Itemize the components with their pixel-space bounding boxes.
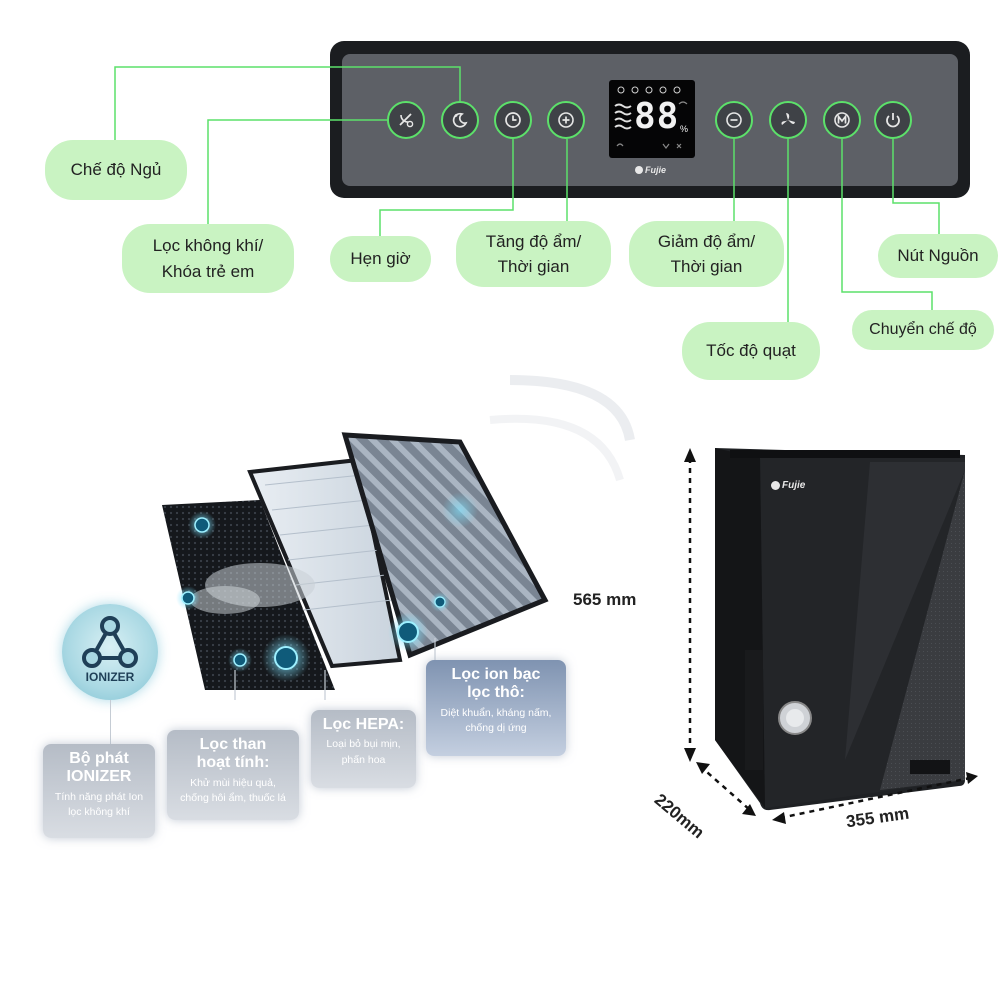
carbon-filter-tag: Lọc than hoạt tính: Khử mùi hiệu quả, ch… [167,730,299,820]
timer-button[interactable] [494,101,532,139]
callout-humidity-up: Tăng độ ẩm/ Thời gian [456,221,611,287]
product-brand-text: Fujie [782,480,806,491]
plus-icon [558,112,574,128]
display-status-icons [614,86,688,149]
leaf-lock-icon [399,113,414,128]
ionizer-tag-desc-line1: Tính năng phát Ion [54,790,144,803]
silver-tag-title-line2: lọc thô: [467,684,525,702]
callout-air-filter-line2: Khóa trẻ em [161,261,255,281]
callout-humidity-down: Giảm độ ẩm/ Thời gian [629,221,784,287]
ionizer-triangle-icon [82,616,138,668]
panel-logo: Fujie [635,165,666,175]
led-display [609,80,695,158]
ionizer-tag: Bộ phát IONIZER Tính năng phát Ion lọc k… [43,744,155,838]
panel-brand-text: Fujie [645,165,667,175]
silver-ion-filter-tag: Lọc ion bạc lọc thô: Diệt khuẩn, kháng n… [426,660,566,756]
silver-ion-filter-panel [341,432,549,659]
silver-tag-desc-line1: Diệt khuẩn, kháng nấm, [440,706,552,719]
callout-mode-switch-text: Chuyển chế độ [869,321,977,338]
brand-logo-icon [635,166,643,174]
callout-sleep-mode-text: Chế độ Ngủ [70,160,162,180]
silver-tag-title-line1: Lọc ion bạc [451,666,541,683]
ionizer-leader-line [110,700,111,744]
ionizer-tag-desc-line2: lọc không khí [68,806,130,818]
power-icon [886,113,900,128]
callout-humidity-down-line1: Giảm độ ẩm/ [657,231,756,251]
callout-connector-lines [114,66,940,322]
hepa-tag-title: Lọc HEPA: [322,716,405,733]
hepa-filter-panel [247,457,403,669]
callout-timer-text: Hẹn giờ [350,249,411,269]
callout-power-button: Nút Nguồn [878,234,998,278]
callout-humidity-down-line2: Thời gian [670,257,743,276]
callout-timer: Hẹn giờ [330,236,431,282]
ionizer-tag-title-line1: Bộ phát [69,750,129,767]
display-digits: 88 [634,96,680,137]
fan-icon [781,113,795,125]
product-brand-logo-icon [771,481,780,490]
moon-icon [452,112,468,128]
dimension-height: 565 mm [573,590,637,609]
carbon-tag-title-line2: hoạt tính: [196,754,270,772]
carbon-tag-desc-line2: chống hôi ẩm, thuốc lá [180,792,286,804]
hepa-tag-desc-line2: phấn hoa [341,753,386,766]
callout-air-filter: Lọc không khí/ Khóa trẻ em [122,224,294,293]
silver-tag-desc-line2: chống dị ứng [465,722,527,734]
fan-speed-button[interactable] [769,101,807,139]
ionizer-badge [62,604,158,700]
humidity-down-button[interactable] [715,101,753,139]
sleep-mode-button[interactable] [441,101,479,139]
power-button[interactable] [874,101,912,139]
callout-humidity-up-line1: Tăng độ ẩm/ [485,231,582,251]
hepa-tag-desc-line1: Loại bỏ bụi mịn, [326,738,401,751]
display-unit: % [680,124,689,134]
ionizer-badge-label: IONIZER [85,670,135,684]
hepa-filter-tag: Lọc HEPA: Loại bỏ bụi mịn, phấn hoa [311,710,416,788]
mode-button[interactable] [823,101,861,139]
callout-air-filter-line1: Lọc không khí/ [152,236,264,255]
ionizer-tag-title-line2: IONIZER [66,768,132,786]
clock-icon [505,112,521,128]
product-logo: Fujie [771,480,805,491]
callout-mode-switch: Chuyển chế độ [852,310,994,350]
mode-m-icon [834,112,850,128]
filter-stack-illustration [162,375,635,700]
callout-fan-speed-text: Tốc độ quạt [706,341,796,361]
dehumidifier-product-image [684,448,978,824]
callout-fan-speed: Tốc độ quạt [682,322,820,380]
callout-power-button-text: Nút Nguồn [897,246,979,266]
carbon-tag-desc-line1: Khử mùi hiệu quả, [190,776,276,789]
carbon-tag-title-line1: Lọc than [199,736,267,753]
minus-icon [726,112,742,128]
humidity-up-button[interactable] [547,101,585,139]
callout-humidity-up-line2: Thời gian [497,257,570,276]
callout-sleep-mode: Chế độ Ngủ [45,140,187,200]
